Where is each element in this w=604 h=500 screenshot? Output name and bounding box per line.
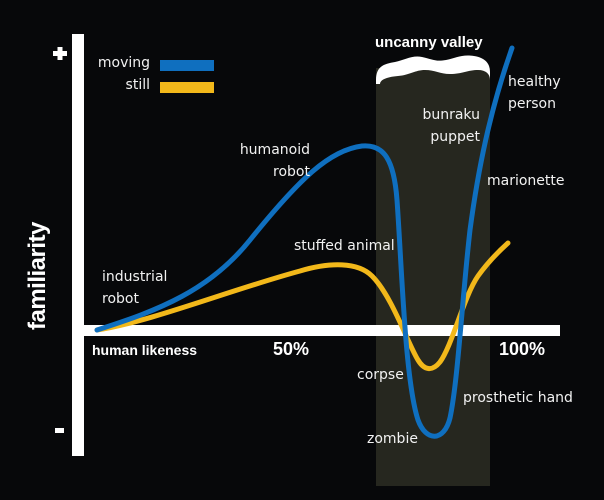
x-axis-label: human likeness (92, 342, 198, 358)
x-tick-50: 50% (273, 339, 310, 359)
annotation-line: humanoid (239, 142, 310, 158)
annotation-line: healthy (508, 74, 561, 90)
band-title: uncanny valley (375, 34, 483, 51)
minus-sign-icon (55, 428, 64, 433)
legend-label-moving: moving (97, 55, 150, 71)
y-axis-label: familiarity (24, 222, 51, 330)
legend-swatch-still (160, 82, 214, 93)
annotation-line: person (508, 96, 556, 112)
annotation-zombie: zombie (367, 431, 418, 447)
plus-sign-icon (53, 47, 67, 60)
x-axis (84, 325, 560, 336)
annotation-line: industrial (102, 269, 168, 285)
uncanny-valley-band (376, 68, 490, 486)
y-axis (72, 34, 84, 456)
legend-swatch-moving (160, 60, 214, 71)
annotation-healthy-person: healthy person (508, 71, 561, 115)
annotation-prosthetic-hand: prosthetic hand (463, 390, 573, 406)
annotation-bunraku-puppet: bunraku puppet (400, 104, 480, 148)
annotation-corpse: corpse (357, 367, 404, 383)
annotation-line: robot (102, 291, 139, 307)
legend-label-still: still (125, 77, 150, 93)
annotation-industrial-robot: industrial robot (102, 266, 167, 310)
annotation-marionette: marionette (487, 173, 565, 189)
uncanny-valley-wavy-cap (376, 55, 490, 84)
annotation-stuffed-animal: stuffed animal (294, 238, 395, 254)
annotation-line: bunraku (422, 107, 480, 123)
x-tick-100: 100% (499, 339, 546, 359)
moving-curve (94, 45, 515, 439)
annotation-line: robot (273, 164, 310, 180)
annotation-line: puppet (430, 129, 480, 145)
annotation-humanoid-robot: humanoid robot (230, 139, 310, 183)
